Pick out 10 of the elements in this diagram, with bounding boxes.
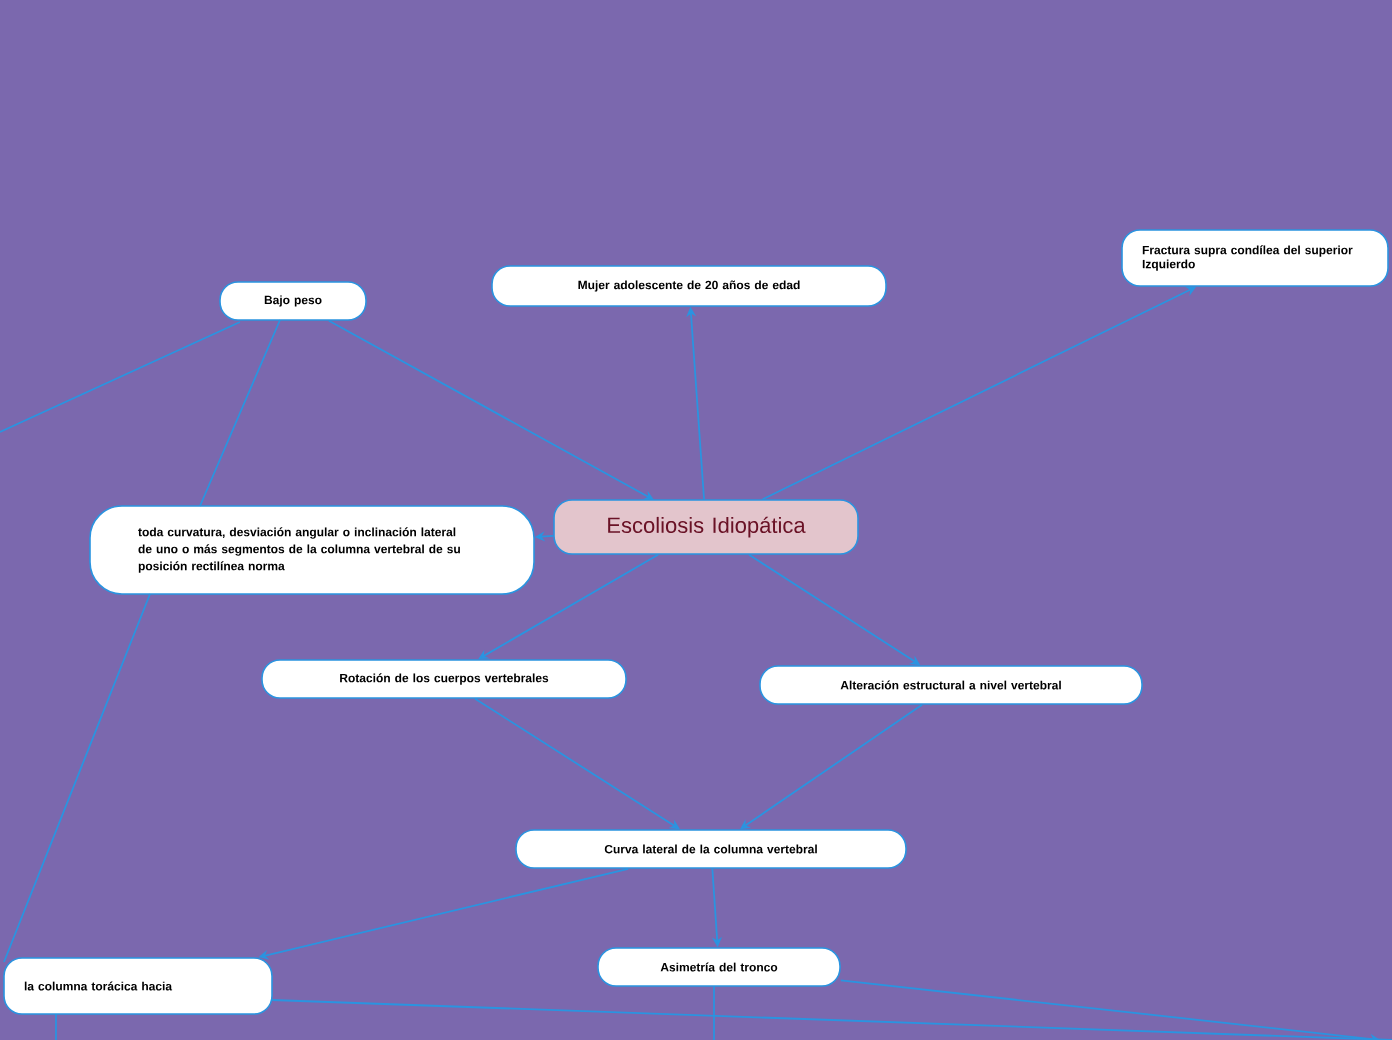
connector-line	[271, 999, 1392, 1040]
connector-line	[0, 321, 241, 433]
connector-line	[55, 1013, 57, 1040]
connector-line	[199, 319, 281, 507]
arrow	[328, 319, 654, 500]
central-topic-box: Escoliosis Idiopática	[553, 499, 859, 555]
connector-line	[3, 593, 151, 963]
arrow	[478, 553, 659, 660]
arrow	[474, 697, 680, 830]
connector-line	[713, 985, 715, 1040]
